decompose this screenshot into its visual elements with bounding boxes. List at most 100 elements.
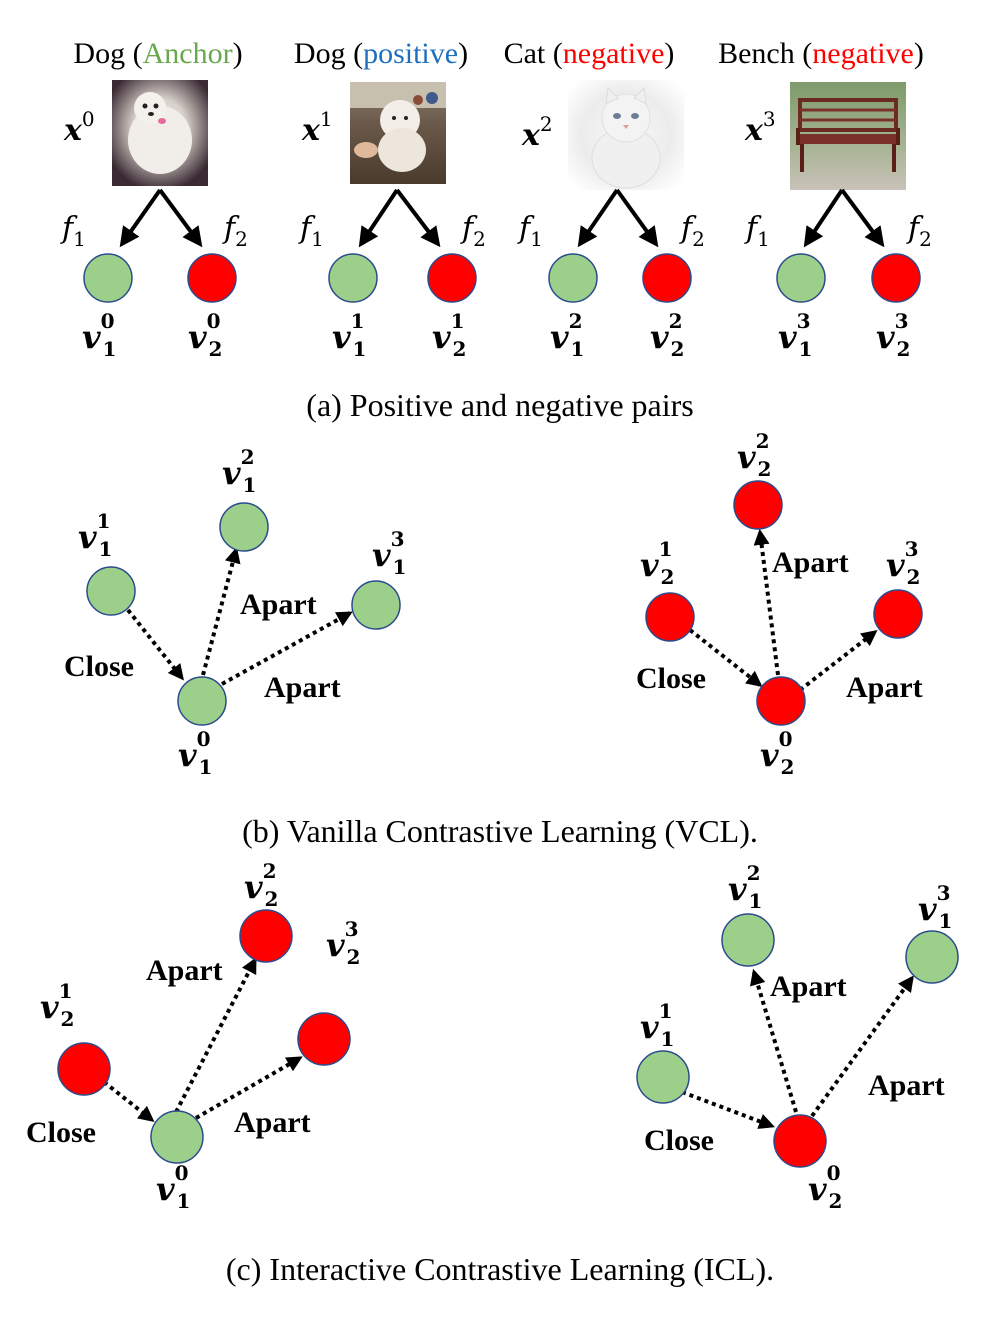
svg-text:v01: v01 — [178, 727, 212, 779]
svg-text:v21: v21 — [222, 445, 256, 497]
caption-a: (a) Positive and negative pairs — [306, 387, 693, 423]
svg-text:f1: f1 — [517, 211, 543, 251]
node-green — [776, 253, 826, 303]
svg-text:v02: v02 — [760, 727, 794, 779]
svg-text:v11: v11 — [78, 509, 112, 561]
encoder-arrows — [119, 188, 885, 248]
node-red — [239, 909, 293, 963]
node-green — [548, 253, 598, 303]
node-red — [733, 480, 783, 530]
svg-text:v21: v21 — [728, 861, 762, 913]
bench-photo — [790, 82, 906, 190]
node-red — [427, 253, 477, 303]
svg-text:f2: f2 — [679, 211, 705, 251]
node-green — [328, 253, 378, 303]
node-red — [645, 592, 695, 642]
node-red — [642, 253, 692, 303]
icl-left-nodes — [57, 909, 351, 1164]
svg-text:f2: f2 — [222, 211, 248, 251]
node-green — [721, 913, 775, 967]
svg-text:v31: v31 — [918, 881, 952, 933]
icl-right-apart-label-1: Apart — [770, 970, 847, 1003]
caption-b: (b) Vanilla Contrastive Learning (VCL). — [242, 813, 758, 849]
icl-right-nodes — [636, 913, 959, 1168]
svg-text:v22: v22 — [650, 309, 684, 361]
svg-text:v02: v02 — [808, 1161, 842, 1213]
svg-text:v22: v22 — [244, 859, 278, 911]
node-red — [871, 253, 921, 303]
svg-text:v11: v11 — [640, 999, 674, 1051]
vcl-left-nodes — [86, 502, 401, 726]
node-green — [351, 580, 401, 630]
icl-right-close-label: Close — [644, 1124, 714, 1157]
node-red — [297, 1012, 351, 1066]
embedding-nodes — [83, 253, 921, 303]
node-red — [756, 676, 806, 726]
sample-0-header: Dog (Anchor) — [73, 37, 242, 70]
x1-label: x1 — [301, 107, 333, 148]
poodle-photo — [350, 82, 446, 184]
panel-a: Dog (Anchor) Dog (positive) Cat (negativ… — [60, 37, 932, 423]
node-red — [187, 253, 237, 303]
sample-1-header: Dog (positive) — [294, 37, 468, 70]
svg-text:f1: f1 — [298, 211, 324, 251]
svg-text:f2: f2 — [906, 211, 932, 251]
vcl-right-apart-label-1: Apart — [772, 546, 849, 579]
svg-text:v02: v02 — [188, 309, 222, 361]
vcl-left-apart-label-2: Apart — [264, 671, 341, 704]
svg-text:f1: f1 — [60, 211, 86, 251]
sample-3-header: Bench (negative) — [718, 37, 924, 70]
icl-left-close-label: Close — [26, 1116, 96, 1149]
svg-text:v12: v12 — [640, 537, 674, 589]
node-green — [83, 253, 133, 303]
white-cat-photo — [568, 80, 684, 190]
node-red — [773, 1114, 827, 1168]
white-dog-photo — [112, 80, 208, 186]
negative-role: negative — [812, 37, 914, 70]
encoder-labels: f1 f2 f1 f2 f1 f2 f1 f2 — [60, 211, 932, 251]
svg-text:v31: v31 — [372, 527, 406, 579]
negative-role: negative — [563, 37, 665, 70]
x0-label: x0 — [63, 107, 95, 148]
vcl-right-nodes — [645, 480, 923, 726]
vcl-left-apart-label-1: Apart — [240, 588, 317, 621]
anchor-role: Anchor — [143, 37, 233, 70]
x3-label: x3 — [744, 107, 776, 148]
icl-right-apart-label-2: Apart — [868, 1069, 945, 1102]
caption-c: (c) Interactive Contrastive Learning (IC… — [226, 1251, 774, 1287]
svg-text:v32: v32 — [886, 537, 920, 589]
icl-right-arrows — [681, 968, 914, 1129]
sample-2-header: Cat (negative) — [504, 37, 675, 70]
icl-left-apart-label-1: Apart — [146, 954, 223, 987]
icl-left-arrows — [102, 957, 303, 1122]
svg-text:v12: v12 — [40, 979, 74, 1031]
node-green — [177, 676, 227, 726]
svg-text:f1: f1 — [744, 211, 770, 251]
vcl-right-apart-label-2: Apart — [846, 671, 923, 704]
vcl-left-close-label: Close — [64, 650, 134, 683]
node-green — [219, 502, 269, 552]
svg-text:v22: v22 — [737, 429, 771, 481]
node-green — [86, 566, 136, 616]
positive-role: positive — [363, 37, 458, 70]
svg-text:v21: v21 — [550, 309, 584, 361]
node-green — [636, 1050, 690, 1104]
node-red — [873, 589, 923, 639]
svg-text:v31: v31 — [778, 309, 812, 361]
svg-text:v11: v11 — [332, 309, 366, 361]
svg-text:v32: v32 — [876, 309, 910, 361]
x2-label: x2 — [521, 112, 553, 153]
vcl-left-arrows — [126, 546, 353, 686]
svg-text:v01: v01 — [82, 309, 116, 361]
node-green — [905, 930, 959, 984]
svg-text:v12: v12 — [432, 309, 466, 361]
icl-left-apart-label-2: Apart — [234, 1106, 311, 1139]
